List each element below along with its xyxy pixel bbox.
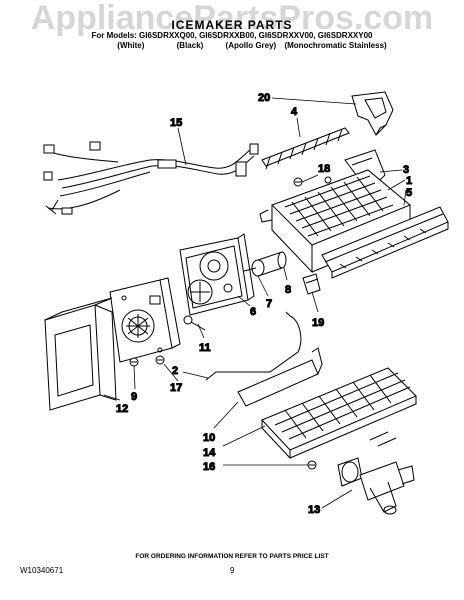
model-list: For Models: GI6SDRXXQ00, GI6SDRXXB00, GI…: [91, 31, 373, 40]
screw-16-part: [307, 460, 317, 470]
callout-14: 14: [203, 447, 216, 459]
heater-part: [321, 206, 449, 279]
callout-1: 1: [406, 175, 412, 187]
callout-12: 12: [116, 403, 128, 415]
control-housing-part: [179, 233, 255, 316]
leader-lines: [103, 97, 407, 509]
color-black: (Black): [176, 41, 204, 50]
ordering-note: FOR ORDERING INFORMATION REFER TO PARTS …: [135, 553, 329, 560]
ejector-part: [261, 127, 350, 170]
tray-part: [261, 367, 417, 460]
watermark: AppliancePartsPros.com: [30, 0, 434, 37]
screw-9-part: [129, 357, 139, 367]
screw-11-part: [183, 315, 206, 331]
clip-part: [302, 273, 321, 295]
callout-4: 4: [291, 106, 298, 118]
document-number: W10340671: [20, 566, 64, 575]
callout-13: 13: [308, 504, 320, 516]
motor-module-part: [109, 277, 181, 363]
color-list: (White) (Black) (Apollo Grey) (Monochrom…: [0, 41, 464, 50]
color-white: (White): [117, 41, 145, 50]
callout-20: 20: [258, 92, 270, 104]
water-valve-part: [337, 457, 415, 515]
front-cover-part: [44, 297, 117, 411]
paddle-part: [237, 347, 323, 407]
color-apollo-grey: (Apollo Grey): [225, 41, 277, 50]
callout-17: 17: [170, 382, 182, 394]
callout-16: 16: [203, 461, 215, 473]
page-number: 9: [230, 566, 235, 575]
callout-11: 11: [199, 342, 211, 354]
screw-17-part: [155, 355, 165, 365]
callout-7: 7: [266, 298, 272, 310]
callout-8: 8: [285, 284, 291, 296]
callout-6: 6: [250, 306, 256, 318]
callout-5: 5: [406, 187, 412, 199]
color-stainless: (Monochromatic Stainless): [284, 41, 387, 50]
callout-18: 18: [318, 163, 330, 175]
wire-harness-part: [43, 141, 259, 215]
fill-cup-part: [351, 91, 394, 136]
shaft-part: [239, 251, 287, 277]
callout-9: 9: [131, 391, 137, 403]
callout-2: 2: [172, 365, 178, 377]
callout-19: 19: [312, 317, 324, 329]
callout-3: 3: [403, 164, 409, 176]
callout-10: 10: [203, 432, 215, 444]
screw-18-part: [293, 177, 303, 187]
callout-15: 15: [170, 117, 182, 129]
page-title: ICEMAKER PARTS: [171, 18, 293, 32]
shutoff-arm-part: [205, 311, 302, 381]
